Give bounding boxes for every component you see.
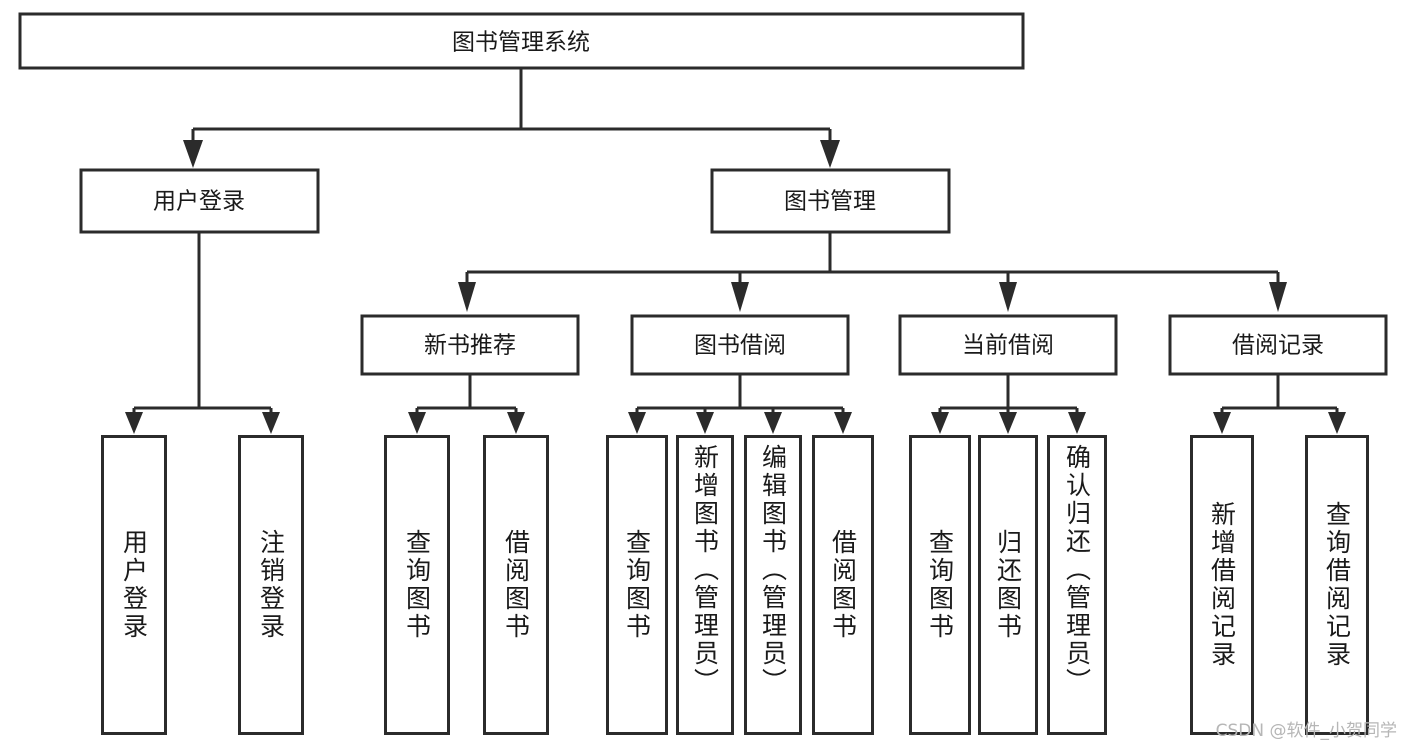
node-book-manage[interactable]: 图书管理: [710, 168, 951, 234]
leaf-query-book-c-label: 查询图书: [925, 529, 955, 641]
leaf-add-record-label: 新增借阅记录: [1207, 501, 1237, 669]
node-book-manage-label: 图书管理: [784, 189, 876, 215]
leaf-confirm-return-admin-label: 确认归还（管理员）: [1062, 444, 1092, 696]
leaf-edit-book-admin-label: 编辑图书（管理员）: [758, 444, 788, 696]
leaf-add-book-admin[interactable]: 新增图书（管理员）: [676, 435, 734, 735]
node-current-borrow[interactable]: 当前借阅: [898, 314, 1118, 376]
connector-user-login-to-leaves: [125, 232, 280, 434]
watermark: CSDN @软件_小贺同学: [1215, 721, 1397, 741]
leaf-edit-book-admin[interactable]: 编辑图书（管理员）: [744, 435, 802, 735]
leaf-logout[interactable]: 注销登录: [238, 435, 304, 735]
leaf-borrow-book-a-label: 借阅图书: [501, 529, 531, 641]
connector-current-borrow-to-leaves: [931, 374, 1086, 434]
node-borrow-record[interactable]: 借阅记录: [1168, 314, 1388, 376]
node-book-borrow-label: 图书借阅: [694, 333, 786, 359]
leaf-add-record[interactable]: 新增借阅记录: [1190, 435, 1254, 735]
leaf-query-record[interactable]: 查询借阅记录: [1305, 435, 1369, 735]
connector-book-manage-to-level3: [458, 232, 1287, 312]
leaf-confirm-return-admin[interactable]: 确认归还（管理员）: [1047, 435, 1107, 735]
node-root-label: 图书管理系统: [452, 30, 590, 56]
leaf-query-book-b[interactable]: 查询图书: [606, 435, 668, 735]
leaf-user-login[interactable]: 用户登录: [101, 435, 167, 735]
connector-new-book-rec-to-leaves: [408, 374, 525, 434]
leaf-borrow-book-b-label: 借阅图书: [828, 529, 858, 641]
leaf-user-login-label: 用户登录: [119, 529, 149, 641]
node-borrow-record-label: 借阅记录: [1232, 333, 1324, 359]
leaf-add-book-admin-label: 新增图书（管理员）: [690, 444, 720, 696]
node-new-book-rec-label: 新书推荐: [424, 333, 516, 359]
connector-root-to-level2: [183, 68, 840, 168]
node-book-borrow[interactable]: 图书借阅: [630, 314, 850, 376]
leaf-return-book[interactable]: 归还图书: [978, 435, 1038, 735]
connector-borrow-record-to-leaves: [1213, 374, 1346, 434]
node-root[interactable]: 图书管理系统: [18, 12, 1025, 70]
leaf-logout-label: 注销登录: [256, 529, 286, 641]
connector-book-borrow-to-leaves: [628, 374, 852, 434]
node-user-login-label: 用户登录: [153, 189, 245, 215]
leaf-query-book-a-label: 查询图书: [402, 529, 432, 641]
node-new-book-rec[interactable]: 新书推荐: [360, 314, 580, 376]
node-user-login[interactable]: 用户登录: [79, 168, 320, 234]
leaf-borrow-book-b[interactable]: 借阅图书: [812, 435, 874, 735]
leaf-query-book-a[interactable]: 查询图书: [384, 435, 450, 735]
leaf-return-book-label: 归还图书: [993, 529, 1023, 641]
node-current-borrow-label: 当前借阅: [962, 333, 1054, 359]
leaf-borrow-book-a[interactable]: 借阅图书: [483, 435, 549, 735]
leaf-query-record-label: 查询借阅记录: [1322, 501, 1352, 669]
leaf-query-book-c[interactable]: 查询图书: [909, 435, 971, 735]
leaf-query-book-b-label: 查询图书: [622, 529, 652, 641]
